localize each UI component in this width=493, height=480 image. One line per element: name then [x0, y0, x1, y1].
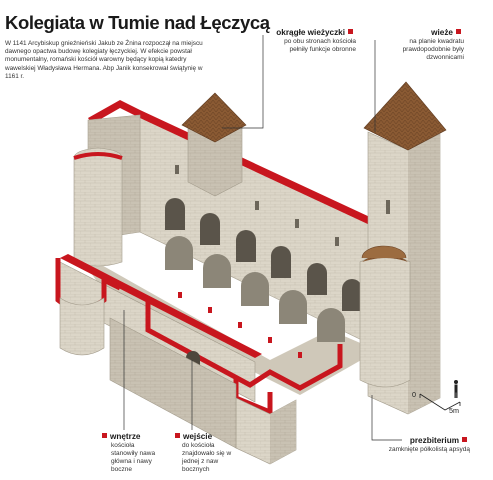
- callout-entrance-title: wejście: [183, 432, 213, 441]
- callout-round-turrets-title: okrągłe wieżyczki: [276, 28, 345, 37]
- leader-lines: [123, 35, 402, 441]
- red-square-icon: [175, 433, 180, 439]
- callout-towers-text: na planie kwadratu prawdopodobnie były d…: [402, 37, 464, 61]
- intro-paragraph: W 1141 Arcybiskup gnieźnieński Jakub ze …: [5, 40, 203, 80]
- front-left-turret: [59, 297, 105, 356]
- red-square-icon: [456, 29, 461, 35]
- left-round-turret: [73, 147, 123, 267]
- callout-towers-title: wieże: [431, 28, 453, 37]
- red-square-icon: [102, 433, 107, 439]
- callout-interior-title: wnętrze: [110, 432, 141, 441]
- callout-interior-text: kościoła stanowiły nawa główna i nawy bo…: [111, 441, 156, 474]
- callout-round-turrets-text: po obu stronach kościoła pełniły funkcje…: [284, 37, 356, 53]
- callout-entrance-text: do kościoła znajdowało się w jednej z na…: [182, 441, 232, 474]
- callout-presbytery: prezbiterium zamknięte półkolistą apsydą: [386, 436, 470, 454]
- callout-interior: wnętrze kościoła stanowiły nawa główna i…: [99, 432, 163, 474]
- callout-towers: wieże na planie kwadratu prawdopodobnie …: [370, 28, 464, 62]
- scale-bar: [419, 380, 461, 411]
- nave-floor: [75, 250, 370, 395]
- west-tower: [181, 92, 247, 197]
- callout-presbytery-text: zamknięte półkolistą apsydą: [388, 445, 470, 453]
- lower-arcade: [165, 236, 345, 342]
- page-title: Kolegiata w Tumie nad Łęczycą: [5, 12, 270, 33]
- red-square-icon: [348, 29, 353, 35]
- south-wall-section: [60, 254, 262, 358]
- apse: [359, 245, 411, 388]
- scale-length-label: 5m: [449, 406, 459, 415]
- human-scale-figure: [454, 380, 458, 398]
- callout-presbytery-title: prezbiterium: [409, 436, 459, 445]
- red-square-icon: [462, 437, 467, 443]
- upper-arcade: [165, 198, 362, 311]
- interior-piers: [178, 292, 302, 358]
- callout-entrance: wejście do kościoła znajdowało się w jed…: [172, 432, 236, 474]
- callout-round-turrets: okrągłe wieżyczki po obu stronach kościo…: [268, 28, 356, 54]
- scale-zero-label: 0: [412, 390, 416, 399]
